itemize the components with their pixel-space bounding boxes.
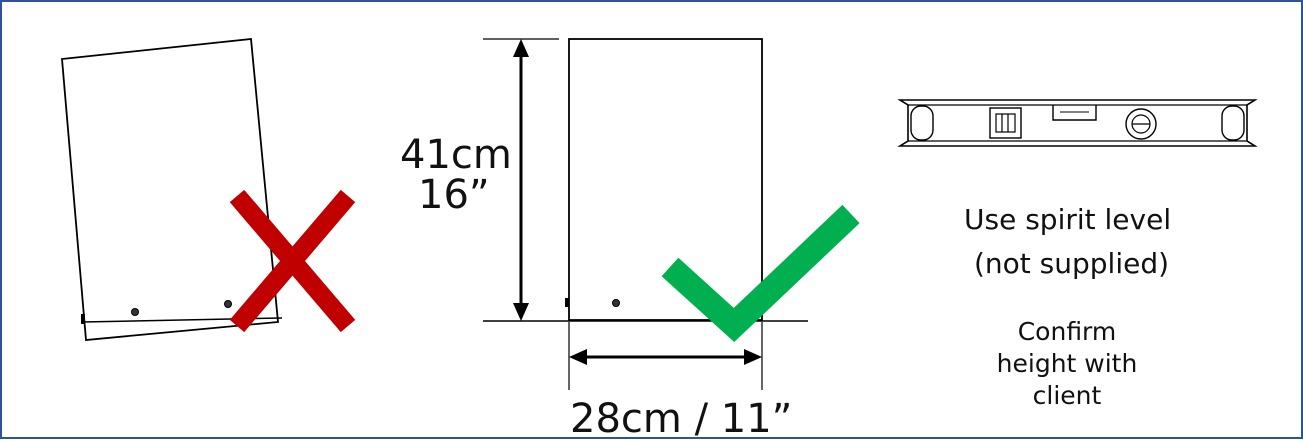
confirm-line-2: height with <box>996 349 1138 378</box>
cross-icon <box>229 189 356 333</box>
confirm-height-note: Confirm height with client <box>962 316 1172 412</box>
confirm-line-1: Confirm <box>1017 317 1117 346</box>
not-supplied-note: (not supplied) <box>974 247 1170 280</box>
height-inch-label: 16” <box>418 172 490 218</box>
confirm-line-3: client <box>1032 381 1102 410</box>
check-icon <box>661 204 860 343</box>
height-cm-label: 41cm <box>400 132 512 178</box>
spirit-level-note: Use spirit level <box>964 203 1172 236</box>
width-dimension <box>568 322 763 390</box>
spirit-level-icon <box>897 99 1258 147</box>
height-dimension <box>483 38 559 321</box>
upright-box <box>483 38 808 322</box>
width-label: 28cm / 11” <box>570 396 793 442</box>
tilted-box <box>61 38 283 341</box>
